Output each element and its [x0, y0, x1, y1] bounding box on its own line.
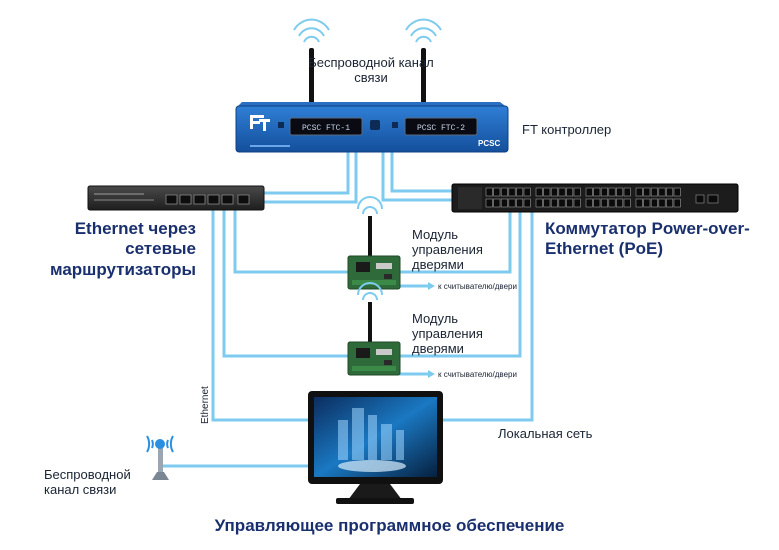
switch-port	[616, 198, 624, 208]
switch-port	[593, 187, 601, 197]
switch-port	[535, 198, 543, 208]
switch-port	[623, 198, 631, 208]
cable-router-module-2	[222, 210, 352, 358]
software-title: Управляющее программное обеспечение	[214, 516, 565, 535]
monitor-stand	[348, 484, 402, 500]
switch-port	[573, 198, 581, 208]
wireless-bottom-label: Беспроводной канал связи	[44, 467, 131, 497]
switch-port	[585, 198, 593, 208]
ft-logo	[250, 115, 270, 131]
switch-port	[635, 187, 643, 197]
display-2	[404, 117, 478, 136]
display-1-text: PCSC FTC-1	[302, 124, 350, 133]
monitor	[308, 391, 443, 504]
switch-port	[558, 198, 566, 208]
switch-port	[658, 198, 666, 208]
cable-switch-monitor	[440, 212, 534, 422]
switch-port	[650, 198, 658, 208]
reader-arrow-2	[428, 370, 435, 378]
switch-port	[558, 187, 566, 197]
ethernet-routers-label: Ethernet через сетевые маршрутизаторы	[49, 219, 196, 279]
ft-controller-label: FT контроллер	[522, 122, 612, 137]
cable-controller-router-b	[262, 152, 358, 204]
switch-port	[485, 187, 493, 197]
switch-port	[658, 187, 666, 197]
door-module-2-label: Модуль управления дверями	[412, 311, 483, 356]
cable-switch-module-2	[400, 212, 522, 358]
switch-port	[485, 198, 493, 208]
reader-arrow-1	[428, 282, 435, 290]
switch-port	[666, 198, 674, 208]
switch-port	[523, 187, 531, 197]
to-reader-1-label: к считывателю/двери	[438, 282, 517, 291]
controller-brand: PCSC	[478, 139, 500, 148]
switch-port	[585, 187, 593, 197]
lan-label: Локальная сеть	[498, 426, 593, 441]
switch-port	[666, 187, 674, 197]
display-2-text: PCSC FTC-2	[417, 124, 465, 133]
switch-port	[650, 187, 658, 197]
switch-ports	[485, 187, 681, 208]
cable-switch-module-1	[400, 212, 512, 274]
ethernet-vertical-label: Ethernet	[200, 386, 211, 424]
switch-port	[523, 198, 531, 208]
switch-port	[673, 198, 681, 208]
ft-controller: PCSC FTC-1 PCSC FTC-2 PCSC	[235, 18, 509, 153]
switch-port	[600, 198, 608, 208]
poe-switch	[451, 183, 739, 213]
wireless-top-label: Беспроводной канал связи	[308, 55, 434, 85]
switch-port	[543, 198, 551, 208]
to-reader-2-label: к считывателю/двери	[438, 370, 517, 379]
screen-buildings	[338, 408, 404, 460]
switch-port	[535, 187, 543, 197]
cable-router-monitor	[211, 210, 312, 422]
cable-controller-switch-b	[390, 152, 452, 193]
cables	[160, 152, 534, 468]
cable-controller-switch-a	[381, 152, 452, 202]
switch-port	[566, 187, 574, 197]
antenna-left	[293, 18, 330, 106]
poe-switch-label: Коммутатор Power-over-Ethernet (PoE)	[545, 219, 750, 259]
switch-port	[600, 187, 608, 197]
switch-port	[500, 187, 508, 197]
switch-port	[673, 187, 681, 197]
switch-port	[573, 187, 581, 197]
switch-port	[516, 198, 524, 208]
switch-port	[508, 198, 516, 208]
door-module-2	[347, 282, 401, 376]
display-1	[289, 117, 363, 136]
switch-port	[550, 187, 558, 197]
switch-port	[508, 187, 516, 197]
reader-arrows	[428, 282, 435, 378]
antenna-right	[405, 18, 442, 106]
switch-port	[493, 187, 501, 197]
switch-port	[643, 187, 651, 197]
switch-port	[516, 187, 524, 197]
ethernet-router	[87, 185, 265, 211]
door-module-1	[347, 196, 401, 290]
switch-port	[566, 198, 574, 208]
cable-controller-router-a	[262, 152, 350, 195]
switch-port	[500, 198, 508, 208]
switch-port	[608, 187, 616, 197]
router-ports	[165, 194, 250, 205]
switch-port	[623, 187, 631, 197]
switch-port	[543, 187, 551, 197]
switch-port	[643, 198, 651, 208]
switch-port	[616, 187, 624, 197]
wireless-antenna-icon	[146, 435, 174, 480]
switch-port	[593, 198, 601, 208]
door-module-1-label: Модуль управления дверями	[412, 227, 483, 272]
switch-port	[493, 198, 501, 208]
switch-port	[608, 198, 616, 208]
cable-router-module-1	[233, 210, 352, 274]
switch-port	[635, 198, 643, 208]
switch-port	[550, 198, 558, 208]
